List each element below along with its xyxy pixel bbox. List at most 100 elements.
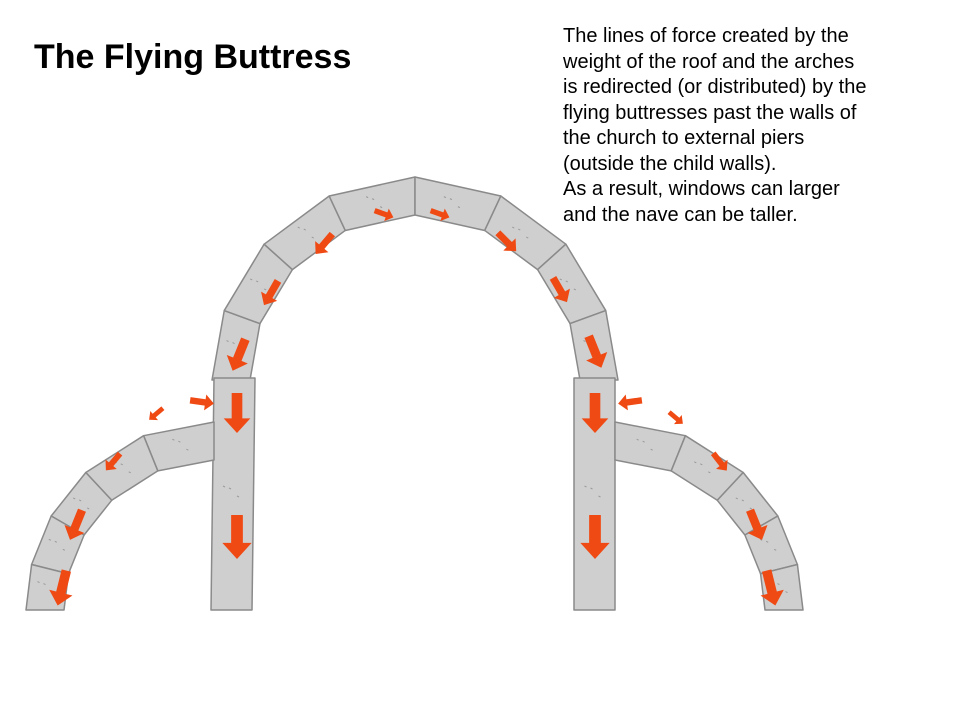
stone-speckle: [565, 280, 569, 283]
force-arrow: [226, 337, 250, 371]
stone-speckle: [78, 499, 82, 502]
stone-speckle: [512, 226, 515, 229]
stone-speckle: [311, 236, 314, 239]
stone-speckle: [255, 280, 259, 283]
stone-speckle: [642, 440, 645, 443]
force-arrow-shape: [315, 231, 336, 254]
stone-speckle: [222, 485, 226, 488]
stone-speckle: [48, 538, 52, 541]
force-arrow-shape: [618, 394, 643, 411]
stone-blocks: [25, 176, 804, 611]
force-arrow: [261, 279, 282, 306]
stone-speckle: [43, 583, 46, 586]
force-arrow: [746, 508, 768, 540]
force-arrows: [49, 208, 784, 606]
stone-speckle: [526, 236, 529, 239]
force-arrow: [760, 569, 784, 606]
description-line: and the nave can be taller.: [563, 203, 798, 226]
stone-speckle: [765, 540, 769, 543]
force-arrow-shape: [226, 337, 250, 371]
force-arrow: [667, 410, 683, 425]
force-arrow-shape: [746, 508, 768, 540]
stone-speckle: [178, 440, 181, 443]
stone-speckle: [297, 226, 300, 229]
force-arrow: [495, 230, 517, 252]
stone-speckle: [598, 495, 601, 498]
description-line: (outside the child walls).: [563, 152, 777, 175]
stone-speckle: [590, 487, 593, 490]
force-arrow-shape: [105, 451, 123, 471]
stone-speckle: [303, 228, 306, 231]
description-line: is redirected (or distributed) by the: [563, 76, 867, 98]
force-arrow: [49, 569, 73, 606]
force-arrow-shape: [49, 569, 73, 606]
force-arrow: [222, 515, 252, 559]
stone-speckle: [72, 497, 76, 500]
force-arrow-shape: [149, 406, 165, 421]
stone-speckle: [573, 288, 577, 291]
force-arrow-shape: [580, 515, 610, 559]
stone-speckle: [636, 438, 639, 441]
force-arrow: [189, 394, 214, 411]
stone-speckle: [457, 206, 461, 209]
force-arrow-shape: [373, 208, 394, 222]
force-arrow: [429, 208, 450, 222]
force-arrow: [315, 231, 336, 254]
description-line: the church to external piers: [563, 127, 805, 149]
force-arrow-shape: [584, 334, 608, 368]
force-arrow: [105, 451, 123, 471]
left-pier: [210, 377, 256, 611]
force-arrow: [584, 334, 608, 368]
force-arrow-shape: [495, 230, 517, 252]
force-arrow: [149, 406, 165, 421]
force-arrow: [549, 276, 570, 303]
force-arrow: [373, 208, 394, 222]
stone-speckle: [749, 507, 753, 510]
force-arrow-shape: [222, 515, 252, 559]
stone-speckle: [735, 497, 739, 500]
stone-speckle: [759, 538, 763, 541]
stone-speckle: [62, 548, 66, 551]
force-arrow-shape: [223, 393, 251, 433]
stone-speckle: [186, 448, 189, 451]
stone-speckle: [37, 581, 40, 584]
force-arrow-shape: [667, 410, 683, 425]
slide-title: The Flying Buttress: [34, 38, 352, 76]
stone-speckle: [120, 463, 123, 466]
stone-speckle: [263, 288, 267, 291]
force-arrow: [64, 508, 86, 540]
stone-speckle: [773, 548, 777, 551]
stone-speckle: [777, 583, 780, 586]
force-arrow-shape: [581, 393, 609, 433]
stone-speckle: [371, 198, 375, 201]
description-line: flying buttresses past the walls of: [563, 101, 857, 124]
stone-speckle: [365, 196, 369, 199]
stone-speckle: [226, 340, 229, 342]
force-arrow-shape: [189, 394, 214, 411]
stone-speckle: [54, 540, 58, 543]
force-arrow-shape: [64, 508, 86, 540]
stone-speckle: [583, 340, 586, 342]
stone-speckle: [249, 278, 253, 281]
stone-speckle: [449, 198, 453, 201]
stone-speckle: [86, 507, 90, 510]
stone-speckle: [443, 196, 447, 199]
stone-speckle: [584, 485, 587, 488]
description-line: The lines of force created by the: [563, 25, 849, 47]
stone-speckle: [228, 487, 232, 490]
force-arrow: [710, 451, 728, 471]
stone-speckle: [708, 471, 711, 474]
force-arrow: [223, 393, 251, 433]
force-arrow: [618, 394, 643, 411]
stone-speckle: [128, 471, 131, 474]
stone-speckle: [650, 448, 653, 451]
description-line: weight of the roof and the arches: [563, 50, 855, 73]
force-arrow-shape: [760, 569, 784, 606]
force-arrow-shape: [429, 208, 450, 222]
force-arrow: [580, 515, 610, 559]
force-arrow-shape: [710, 451, 728, 471]
force-arrow: [581, 393, 609, 433]
stone-speckle: [785, 591, 788, 594]
stone-speckle: [700, 463, 703, 466]
